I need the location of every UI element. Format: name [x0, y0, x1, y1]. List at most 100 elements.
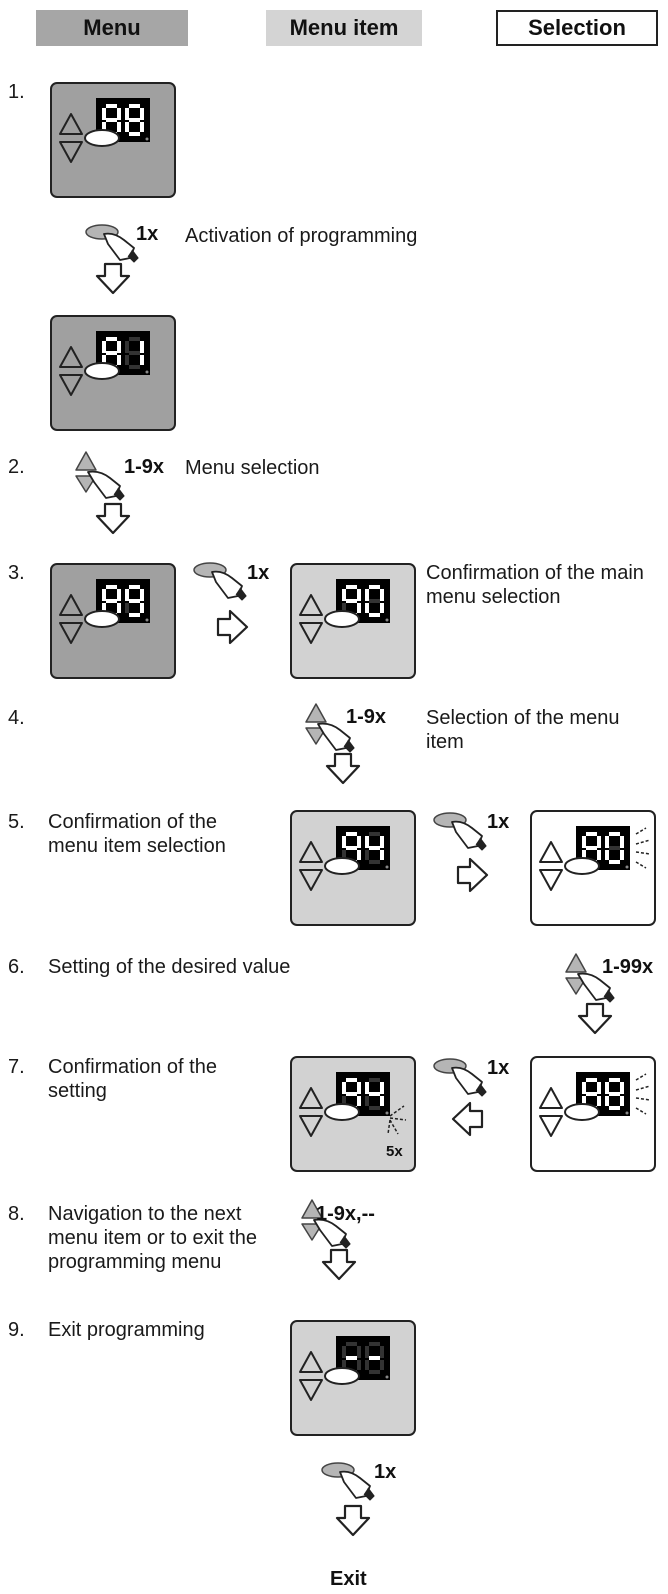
up-down-press-icon: [305, 703, 355, 753]
display-segment: [369, 1342, 380, 1346]
display-segment: [380, 1360, 384, 1370]
display-segment: [369, 1106, 380, 1110]
display-segment: [102, 589, 106, 601]
panel-graphic: [539, 826, 651, 891]
display-segment: [346, 1342, 357, 1346]
display-segment: [140, 108, 144, 120]
display-segment: [380, 1082, 384, 1094]
hand-icon: [211, 570, 243, 599]
blink-ray: [389, 1117, 407, 1121]
arrow-down-icon: [577, 1002, 613, 1035]
display-segment: [129, 613, 140, 617]
display-segment: [129, 337, 140, 341]
display-segment: [117, 589, 121, 601]
hand-icon: [87, 470, 121, 499]
panel-graphic: [299, 579, 390, 644]
display-segment: [380, 1096, 384, 1106]
display-segment: [605, 1082, 609, 1094]
down-triangle-icon: [301, 1223, 323, 1241]
display-segment: [597, 1082, 601, 1094]
panel-step1-main: [50, 82, 176, 198]
panel-step9-exit: [290, 1320, 416, 1436]
display-segment: [342, 850, 346, 860]
down-triangle-icon: [59, 374, 83, 396]
hand-icon: [577, 972, 611, 1001]
blink-ray: [635, 1107, 647, 1115]
display-segment: [129, 585, 140, 589]
step-4-text: Selection of the menu item: [426, 707, 620, 753]
up-triangle-icon: [75, 451, 97, 471]
display-segment: [346, 846, 357, 850]
display-segment: [357, 836, 361, 848]
display-segment: [365, 603, 369, 613]
up-down-press-icon: [75, 451, 125, 501]
step-2-number: 2.: [8, 456, 25, 478]
display-segment: [346, 599, 357, 603]
display-dot: [145, 137, 149, 141]
display-segment: [125, 122, 129, 132]
display-segment: [365, 836, 369, 848]
down-triangle-icon: [299, 1379, 323, 1401]
display-segment: [106, 351, 117, 355]
blink-ray: [635, 851, 651, 855]
display-segment: [117, 603, 121, 613]
display-segment: [342, 1096, 346, 1106]
count-navigation: 1-9x,--: [316, 1203, 375, 1225]
oval-button-icon: [84, 610, 120, 628]
display-segment: [586, 1078, 597, 1082]
panel-step3-menu: [50, 563, 176, 679]
display-dot: [625, 865, 629, 869]
display-segment: [369, 1370, 380, 1374]
panel-graphic: [59, 331, 150, 396]
display-segment: [380, 1346, 384, 1358]
blink-ray: [635, 827, 647, 835]
cuff-icon: [475, 837, 487, 851]
step-1-number: 1.: [8, 81, 25, 103]
display-segment: [102, 108, 106, 120]
hand-icon: [103, 232, 135, 261]
display-segment: [620, 1096, 624, 1106]
down-triangle-icon: [59, 141, 83, 163]
down-triangle-icon: [539, 869, 563, 891]
up-triangle-icon: [59, 113, 83, 135]
arrow-right-icon: [456, 857, 489, 893]
display-segment: [125, 355, 129, 365]
display-segment: [380, 850, 384, 860]
display-segment: [609, 832, 620, 836]
up-triangle-icon: [299, 841, 323, 863]
panel-graphic: [299, 1336, 390, 1401]
hand-icon: [451, 820, 483, 849]
header-selection: Selection: [496, 10, 658, 46]
display-segment: [609, 1106, 620, 1110]
cuff-icon: [603, 989, 615, 1003]
hand-icon: [313, 1218, 347, 1247]
down-triangle-icon: [75, 475, 97, 493]
display-segment: [597, 836, 601, 848]
display-segment: [125, 341, 129, 353]
up-triangle-icon: [299, 1087, 323, 1109]
display-segment: [346, 1092, 357, 1096]
display-segment: [342, 589, 346, 601]
count-confirm-menu: 1x: [247, 562, 270, 584]
arrow-down-icon: [325, 752, 361, 785]
display-segment: [140, 603, 144, 613]
up-triangle-icon: [565, 953, 587, 973]
blink-ray: [389, 1119, 399, 1135]
display-segment: [125, 589, 129, 601]
arrow-right-icon: [216, 609, 249, 645]
display-segment: [342, 603, 346, 613]
blink-ray: [635, 1073, 647, 1081]
count-exit: 1x: [374, 1461, 397, 1483]
down-triangle-icon: [299, 869, 323, 891]
display-segment: [140, 122, 144, 132]
display-segment: [346, 1356, 357, 1360]
display-segment: [357, 850, 361, 860]
header-menu-item: Menu item: [266, 10, 422, 46]
display-segment: [117, 355, 121, 365]
down-triangle-icon: [305, 727, 327, 745]
arrow-left-icon: [451, 1101, 484, 1137]
display-segment: [125, 603, 129, 613]
display-segment: [380, 589, 384, 601]
step-3-text: Confirmation of the main menu selection: [426, 562, 644, 608]
panel-step5-item: [290, 810, 416, 926]
